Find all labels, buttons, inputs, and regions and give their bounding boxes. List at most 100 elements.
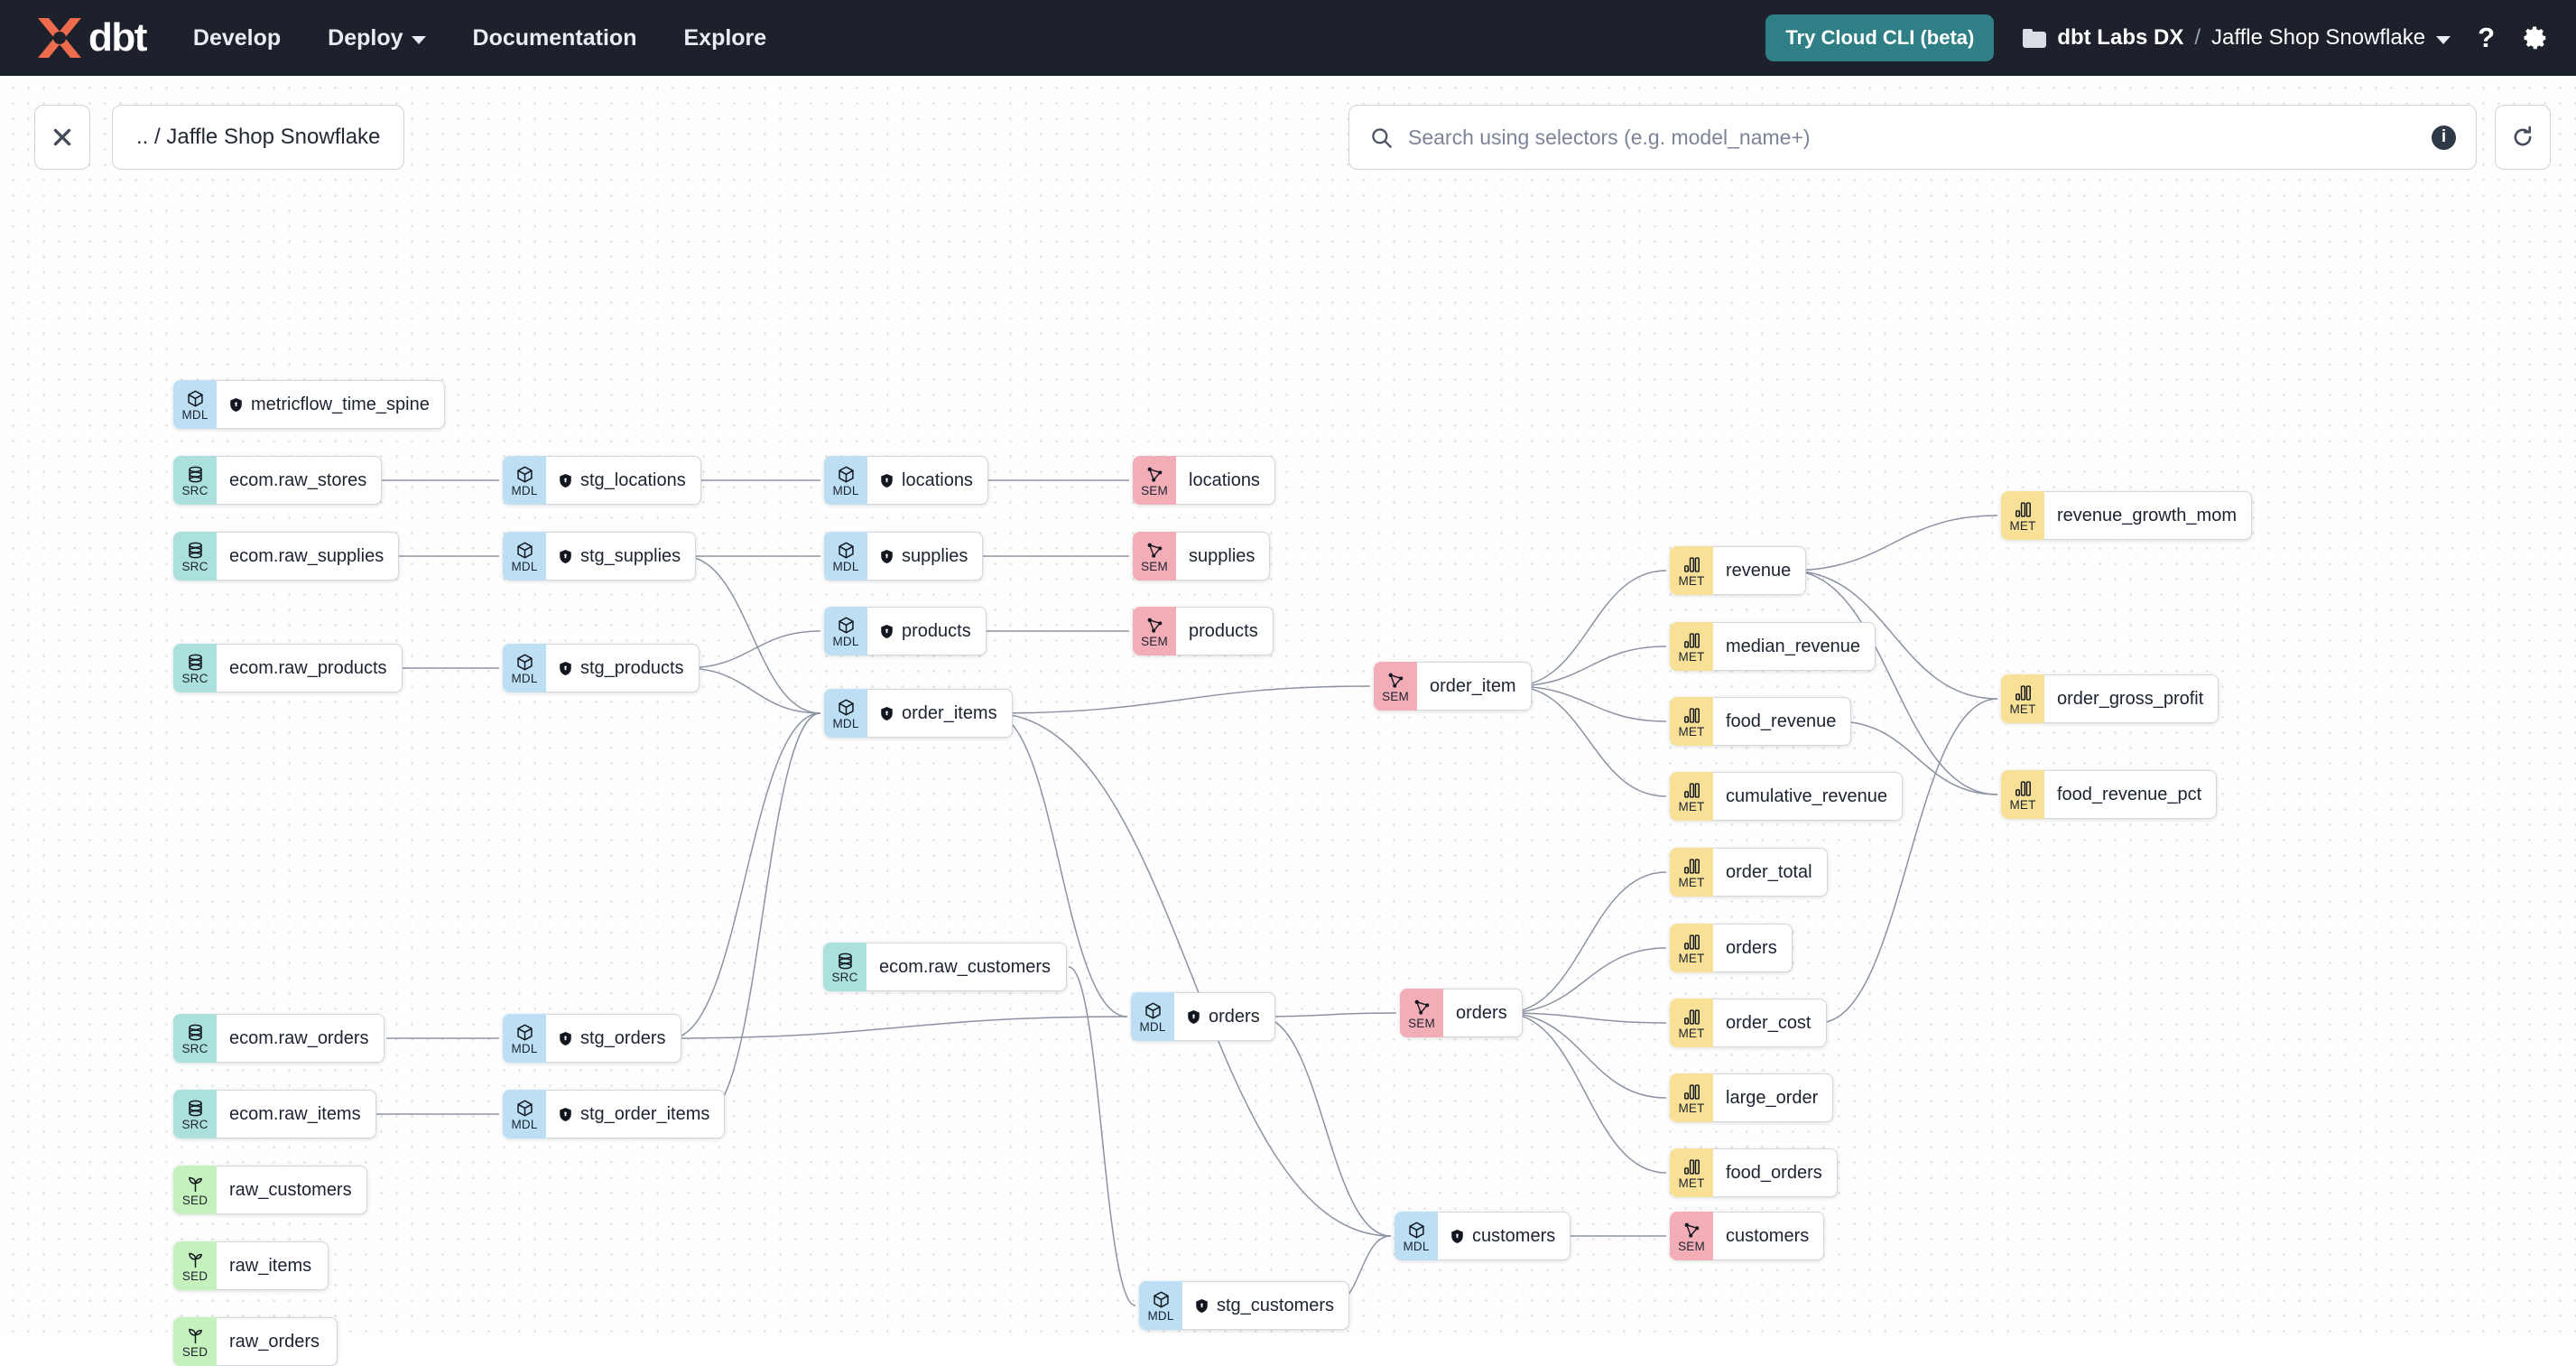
node-body[interactable]: customers [1438,1212,1571,1260]
node-body[interactable]: ecom.raw_customers [866,943,1067,991]
node-body[interactable]: ecom.raw_supplies [217,532,400,581]
node-body[interactable]: orders [1713,924,1793,972]
nav-item-documentation[interactable]: Documentation [473,25,637,51]
node-body[interactable]: ecom.raw_orders [217,1014,385,1063]
project-chevron-down-icon[interactable] [2436,35,2451,44]
search-bar[interactable]: i [1348,105,2477,170]
node-body[interactable]: stg_products [546,644,700,692]
info-icon[interactable]: i [2432,125,2456,150]
node-body[interactable]: products [867,607,987,655]
node-body[interactable]: stg_supplies [546,532,697,581]
node-body[interactable]: food_revenue [1713,697,1852,746]
node-body[interactable]: food_revenue_pct [2044,770,2218,819]
node-body[interactable]: ecom.raw_products [217,644,403,692]
graph-breadcrumb[interactable]: .. / Jaffle Shop Snowflake [112,105,405,170]
node-type-badge-mdl: MDL [1131,992,1174,1041]
node-body[interactable]: locations [867,456,988,505]
node-body[interactable]: orders [1174,992,1275,1041]
node-body[interactable]: stg_customers [1182,1281,1350,1330]
node-body[interactable]: revenue_growth_mom [2044,491,2252,540]
node-body[interactable]: metricflow_time_spine [217,380,445,429]
node-body[interactable]: order_total [1713,848,1828,897]
node-body[interactable]: raw_items [217,1241,329,1290]
node-body[interactable]: ecom.raw_items [217,1090,376,1138]
node-body[interactable]: order_items [867,689,1013,738]
nav-item-deploy[interactable]: Deploy [328,25,426,51]
gear-icon[interactable] [2522,24,2549,51]
node-body[interactable]: food_orders [1713,1148,1838,1197]
node-body[interactable]: ecom.raw_stores [217,456,383,505]
nav-item-develop[interactable]: Develop [193,25,281,51]
node-body[interactable]: locations [1176,456,1275,505]
node-body[interactable]: median_revenue [1713,622,1876,671]
dbt-logo[interactable]: dbt [34,15,147,60]
help-icon[interactable]: ? [2478,22,2495,53]
graph-edge-met_revenue-to-met_order_gross_profit [1788,570,1998,700]
node-type-label: SEM [1141,559,1168,573]
node-body[interactable]: customers [1713,1212,1825,1260]
node-body[interactable]: order_cost [1713,999,1827,1047]
node-body[interactable]: supplies [867,532,984,581]
node-body[interactable]: cumulative_revenue [1713,772,1903,821]
node-body[interactable]: raw_orders [217,1317,338,1366]
node-body[interactable]: stg_order_items [546,1090,726,1138]
node-body[interactable]: supplies [1176,532,1271,581]
nav-item-explore[interactable]: Explore [683,25,766,51]
node-body[interactable]: order_item [1417,662,1532,711]
search-input[interactable] [1408,125,2432,150]
node-body[interactable]: stg_orders [546,1014,681,1063]
refresh-button[interactable] [2495,105,2551,170]
node-body[interactable]: large_order [1713,1073,1834,1122]
account-project-breadcrumb[interactable]: dbt Labs DX / Jaffle Shop Snowflake [2023,25,2451,51]
node-body[interactable]: products [1176,607,1274,655]
try-cloud-cli-button[interactable]: Try Cloud CLI (beta) [1765,14,1995,61]
node-body[interactable]: raw_customers [217,1166,367,1214]
node-body[interactable]: order_gross_profit [2044,674,2219,723]
graph-node-sem_supplies[interactable]: SEM supplies [1133,532,1271,581]
close-button[interactable] [34,105,90,170]
node-body[interactable]: orders [1443,989,1523,1037]
node-body[interactable]: revenue [1713,546,1807,595]
node-body[interactable]: stg_locations [546,456,701,505]
